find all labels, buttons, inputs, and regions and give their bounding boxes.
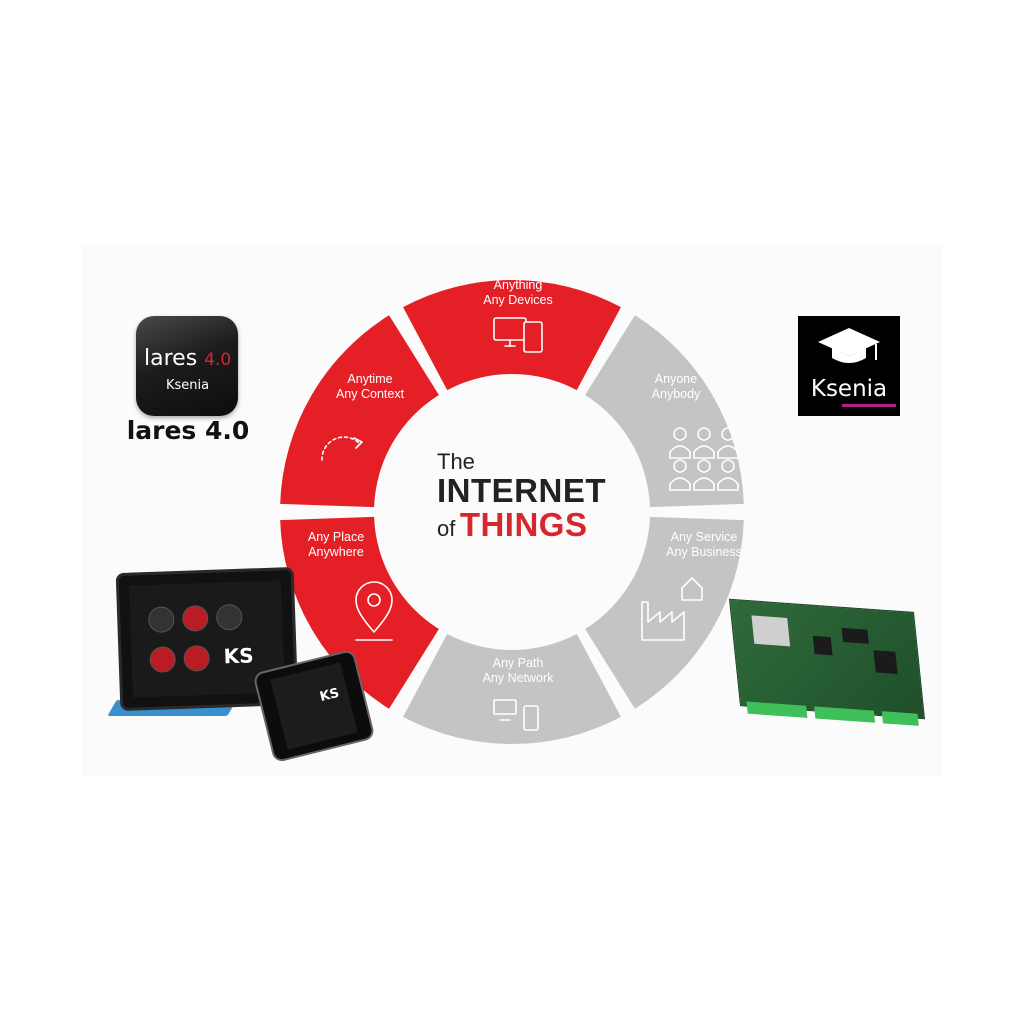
refresh-arrow-icon	[321, 436, 363, 461]
app-caption: lares 4.0	[126, 416, 250, 445]
ksenia-logo: Ksenia	[798, 316, 900, 416]
title-things: THINGS	[459, 506, 588, 543]
control-board	[728, 598, 926, 726]
segment-anytime	[280, 315, 439, 508]
title-internet: INTERNET	[437, 472, 606, 509]
devices-icon	[493, 317, 543, 353]
title-the: The	[437, 449, 475, 474]
app-icon-version: 4.0	[204, 350, 232, 370]
segment-anything	[403, 279, 621, 391]
title-of: of	[437, 516, 456, 541]
network-icon	[493, 699, 539, 731]
app-icon-name: lares	[144, 346, 198, 371]
factory-icon	[641, 577, 703, 641]
lares-app-icon: lares 4.0 Ksenia	[136, 316, 238, 416]
ksenia-wordmark: Ksenia	[810, 376, 888, 402]
people-icon	[669, 427, 739, 491]
segment-service	[585, 516, 744, 709]
ksenia-tagline-bar	[842, 404, 896, 407]
location-pin-icon	[355, 581, 393, 641]
graduation-cap-icon	[818, 328, 880, 363]
phone-screen: KS	[270, 662, 358, 750]
center-title: The INTERNET of THINGS	[437, 450, 606, 546]
segment-path	[403, 633, 621, 744]
app-icon-brand: Ksenia	[166, 378, 210, 393]
segment-anyone	[585, 315, 744, 508]
